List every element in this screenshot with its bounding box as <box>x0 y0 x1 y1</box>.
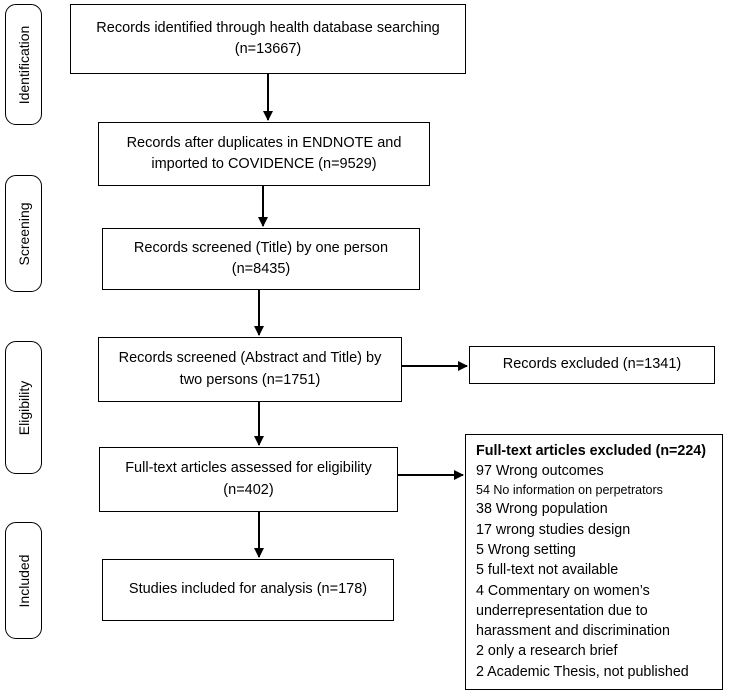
excluded-reason: 5 full-text not available <box>476 562 619 579</box>
box-line: two persons (n=1751) <box>179 371 321 388</box>
stage-included: Included <box>5 522 42 639</box>
excluded-reason: 97 Wrong outcomes <box>476 463 604 480</box>
excluded-reason: harassment and discrimination <box>476 623 670 640</box>
box-studies-included: Studies included for analysis (n=178) <box>102 559 394 621</box>
excluded-reason: 5 Wrong setting <box>476 541 576 558</box>
box-fulltext-assessed: Full-text articles assessed for eligibil… <box>99 447 398 512</box>
stage-identification: Identification <box>5 4 42 125</box>
box-line: (n=8435) <box>231 261 291 277</box>
excluded-reason: underrepresentation due to <box>476 602 648 619</box>
box-line: Full-text articles assessed for eligibil… <box>125 460 372 477</box>
box-records-identified: Records identified through health databa… <box>70 4 466 74</box>
excluded-heading: Full-text articles excluded (n=224) <box>476 443 707 459</box>
stage-label: Screening <box>15 201 32 266</box>
box-screened-abstract: Records screened (Abstract and Title) by… <box>98 337 402 402</box>
excluded-reason: 54 No information on perpetrators <box>476 482 663 497</box>
excluded-reason: 2 Academic Thesis, not published <box>476 663 689 680</box>
excluded-reason: 2 only a research brief <box>476 643 618 660</box>
box-line: (n=13667) <box>234 41 302 57</box>
excluded-reason: 17 wrong studies design <box>476 521 631 538</box>
stage-label: Eligibility <box>15 380 32 435</box>
box-line: Records after duplicates in ENDNOTE and <box>126 134 402 151</box>
box-after-duplicates: Records after duplicates in ENDNOTE and … <box>98 122 430 186</box>
excluded-reason: 4 Commentary on women’s <box>476 582 650 599</box>
box-line: Records screened (Abstract and Title) by <box>118 350 382 367</box>
box-line: imported to COVIDENCE (n=9529) <box>151 156 377 172</box>
box-fulltext-excluded: Full-text articles excluded (n=224) 97 W… <box>465 434 723 690</box>
box-screened-title: Records screened (Title) by one person (… <box>102 228 420 290</box>
box-line: (n=402) <box>223 481 274 498</box>
box-records-excluded: Records excluded (n=1341) <box>469 346 715 384</box>
box-line: Records excluded (n=1341) <box>502 356 682 373</box>
stage-label: Identification <box>15 25 32 104</box>
box-line: Records identified through health databa… <box>96 19 440 36</box>
box-line: Records screened (Title) by one person <box>133 239 389 256</box>
excluded-reason: 38 Wrong population <box>476 501 608 518</box>
stage-label: Included <box>15 554 32 607</box>
stage-screening: Screening <box>5 175 42 292</box>
box-line: Studies included for analysis (n=178) <box>128 581 368 598</box>
stage-eligibility: Eligibility <box>5 341 42 474</box>
